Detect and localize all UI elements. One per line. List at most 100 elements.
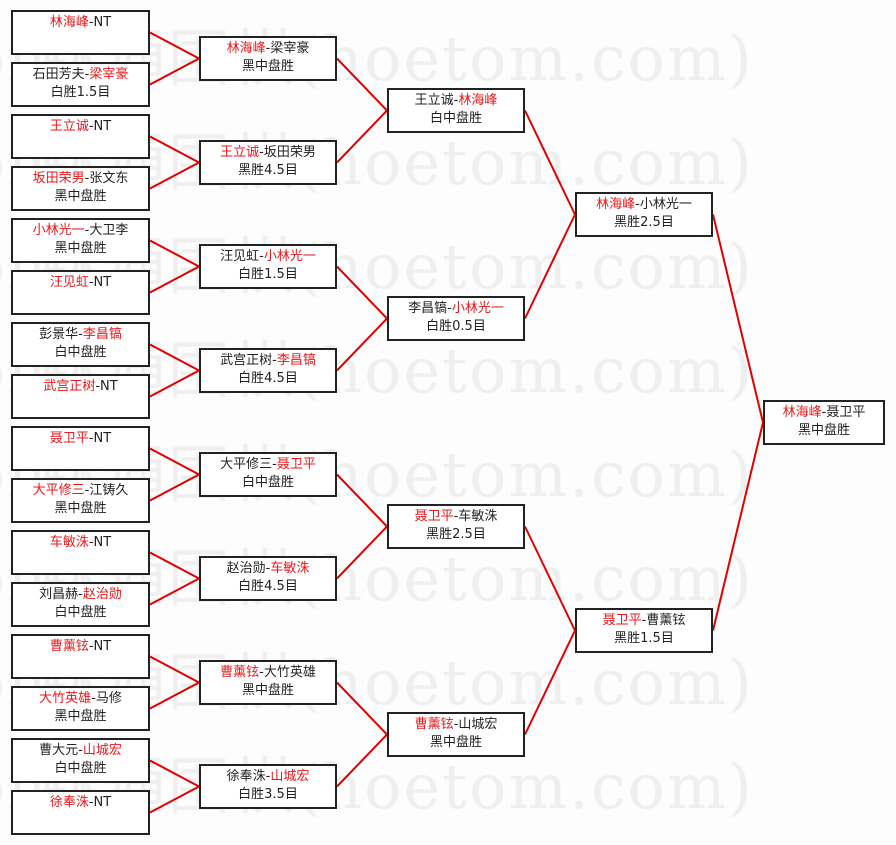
- winner-name: 车敏洙: [270, 561, 310, 576]
- bracket-connector: [149, 447, 200, 476]
- match-box: 曹薰铉-NT: [11, 634, 150, 679]
- winner-name: 聂卫平: [414, 509, 454, 524]
- bracket-connector: [149, 31, 200, 60]
- match-players: 曹薰铉-大竹英雄: [201, 664, 335, 682]
- match-players: 汪见虹-NT: [13, 274, 148, 292]
- player-name: -NT: [95, 379, 118, 394]
- match-players: 王立诚-NT: [13, 118, 148, 136]
- match-result: 黑中盘胜: [241, 683, 294, 698]
- bracket-connector: [336, 109, 388, 164]
- match-result: 黑中盘胜: [54, 709, 107, 724]
- match-players: 刘昌赫-赵治勋: [13, 586, 148, 604]
- player-name: -聂卫平: [821, 405, 866, 420]
- match-result: 白中盘胜: [429, 111, 482, 126]
- winner-name: 山城宏: [270, 769, 310, 784]
- match-result: 白中盘胜: [241, 475, 294, 490]
- match-result: 白胜1.5目: [50, 85, 111, 100]
- player-name: -马修: [91, 691, 122, 706]
- match-box: 聂卫平-曹薰铉黑胜1.5目: [575, 608, 713, 653]
- bracket-connector: [524, 526, 576, 631]
- match-box: 小林光一-大卫李黑中盘胜: [11, 218, 150, 263]
- match-result: 黑中盘胜: [797, 423, 850, 438]
- match-players: 汪见虹-小林光一: [201, 248, 335, 266]
- player-name: -梁宰豪: [265, 41, 310, 56]
- player-name: -江铸久: [84, 483, 129, 498]
- player-name: -曹薰铉: [641, 613, 686, 628]
- match-box: 李昌镐-小林光一白胜0.5目: [387, 296, 525, 341]
- match-box: 大平修三-江铸久黑中盘胜: [11, 478, 150, 523]
- winner-name: 曹薰铉: [49, 639, 89, 654]
- match-box: 石田芳夫-梁宰豪白胜1.5目: [11, 62, 150, 107]
- player-name: -大竹英雄: [259, 665, 316, 680]
- bracket-connector: [149, 135, 200, 164]
- bracket-connector: [524, 214, 576, 319]
- winner-name: 小林光一: [263, 249, 316, 264]
- match-result: 黑中盘胜: [241, 59, 294, 74]
- bracket-connector: [712, 422, 764, 631]
- match-players: 曹大元-山城宏: [13, 742, 148, 760]
- player-name: 赵治勋-: [226, 561, 271, 576]
- bracket-connector: [149, 655, 200, 684]
- match-players: 徐奉洙-NT: [13, 794, 148, 812]
- match-players: 赵治勋-车敏洙: [201, 560, 335, 578]
- winner-name: 林海峰: [458, 93, 498, 108]
- player-name: -山城宏: [453, 717, 498, 732]
- match-result: 黑中盘胜: [429, 735, 482, 750]
- bracket-connector: [336, 265, 388, 320]
- player-name: -NT: [88, 795, 112, 810]
- player-name: 大平修三-: [220, 457, 277, 472]
- player-name: 石田芳夫-: [32, 67, 90, 82]
- match-result: 白胜4.5目: [238, 371, 298, 386]
- winner-name: 车敏洙: [49, 535, 89, 550]
- player-name: -大卫李: [84, 223, 129, 238]
- match-players: 坂田荣男-张文东: [13, 170, 148, 188]
- match-players: 林海峰-聂卫平: [765, 404, 883, 422]
- match-box: 徐奉洙-NT: [11, 790, 150, 835]
- player-name: -坂田荣男: [259, 145, 316, 160]
- match-box: 赵治勋-车敏洙白胜4.5目: [199, 556, 337, 601]
- player-name: 李昌镐-: [408, 301, 452, 316]
- match-box: 武宫正树-NT: [11, 374, 150, 419]
- match-players: 王立诚-林海峰: [389, 92, 523, 110]
- bracket-connector: [336, 681, 388, 736]
- match-box: 曹大元-山城宏白中盘胜: [11, 738, 150, 783]
- winner-name: 聂卫平: [49, 431, 89, 446]
- bracket-connector: [336, 733, 388, 788]
- player-name: -车敏洙: [453, 509, 498, 524]
- player-name: 徐奉洙-: [226, 769, 271, 784]
- bracket-connector: [712, 214, 764, 423]
- match-box: 汪见虹-小林光一白胜1.5目: [199, 244, 337, 289]
- match-players: 武宫正树-李昌镐: [201, 352, 335, 370]
- player-name: -NT: [88, 535, 112, 550]
- winner-name: 小林光一: [451, 301, 504, 316]
- player-name: 刘昌赫-: [39, 587, 83, 602]
- winner-name: 赵治勋: [82, 587, 122, 602]
- winner-name: 大竹英雄: [39, 691, 92, 706]
- match-players: 小林光一-大卫李: [13, 222, 148, 240]
- bracket-connector: [149, 577, 200, 606]
- winner-name: 王立诚: [220, 145, 260, 160]
- winner-name: 小林光一: [32, 223, 85, 238]
- match-result: 黑中盘胜: [54, 241, 107, 256]
- winner-name: 聂卫平: [276, 457, 316, 472]
- match-players: 大平修三-江铸久: [13, 482, 148, 500]
- winner-name: 林海峰: [226, 41, 266, 56]
- match-box: 聂卫平-车敏洙黑胜2.5目: [387, 504, 525, 549]
- match-box: 曹薰铉-山城宏黑中盘胜: [387, 712, 525, 757]
- match-players: 林海峰-梁宰豪: [201, 40, 335, 58]
- final-match-box: 林海峰-聂卫平黑中盘胜: [763, 400, 885, 445]
- match-result: 黑胜2.5目: [614, 215, 674, 230]
- match-players: 武宫正树-NT: [13, 378, 148, 396]
- bracket-connector: [149, 239, 200, 268]
- match-result: 黑中盘胜: [54, 189, 107, 204]
- match-box: 汪见虹-NT: [11, 270, 150, 315]
- match-box: 武宫正树-李昌镐白胜4.5目: [199, 348, 337, 393]
- winner-name: 聂卫平: [602, 613, 642, 628]
- bracket-connector: [524, 110, 576, 215]
- match-box: 刘昌赫-赵治勋白中盘胜: [11, 582, 150, 627]
- match-box: 聂卫平-NT: [11, 426, 150, 471]
- bracket-connector: [149, 161, 200, 190]
- bracket-connector: [149, 785, 200, 814]
- bracket-connector: [149, 473, 200, 502]
- winner-name: 山城宏: [82, 743, 122, 758]
